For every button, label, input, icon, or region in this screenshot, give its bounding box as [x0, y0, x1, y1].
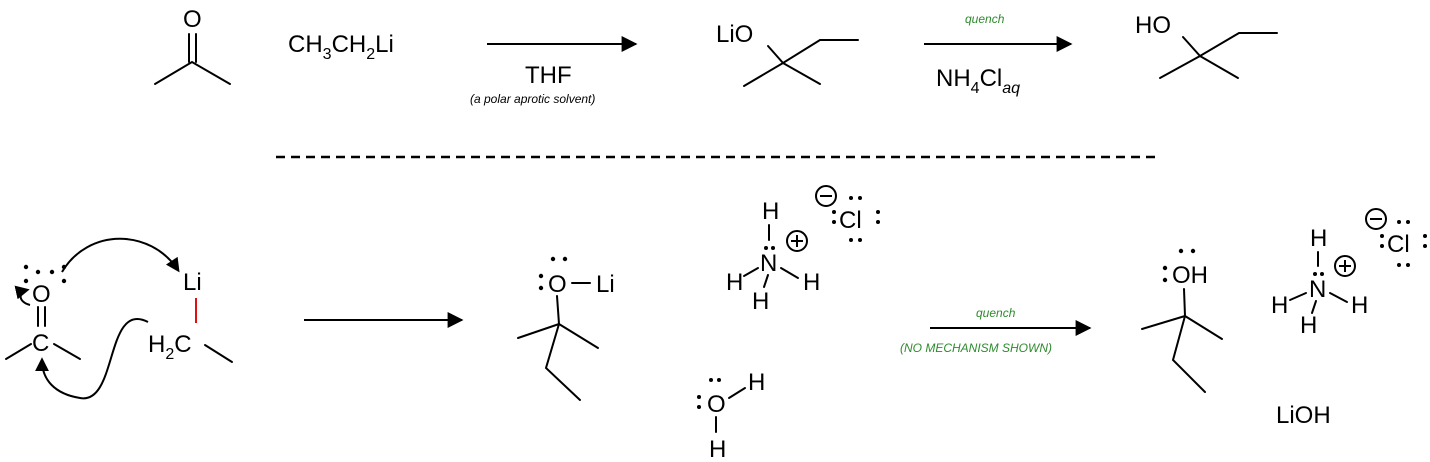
- nh4-2-bond-left: [1289, 292, 1307, 301]
- arrow1-solvent-note: (a polar aprotic solvent): [470, 92, 595, 106]
- product-c-o-bond: [1183, 288, 1186, 317]
- water-bond-right: [728, 387, 746, 399]
- ch2-label: H2C: [148, 331, 192, 363]
- nh4-2-bond-bottom: [1311, 300, 1317, 314]
- cl-label: Cl: [839, 207, 862, 234]
- ethyllithium-mechanism: Li H2C: [148, 269, 233, 363]
- nh4-bond-bottom: [763, 274, 769, 288]
- intermediate-oxygen-label: O: [548, 271, 567, 298]
- nh4-2-charge-circle: [1334, 255, 1356, 277]
- nh4-2-h-bottom: H: [1300, 312, 1317, 339]
- intermediate-li-label: Li: [596, 271, 615, 298]
- nh4-2-h-right: H: [1351, 292, 1368, 319]
- ammonium-chloride-label: NH4Claq: [936, 65, 1020, 97]
- ammonium-ion-2: H N H H H: [1271, 225, 1368, 339]
- pi-bond-curved-arrow: [14, 285, 31, 306]
- nh4-2-n: N: [1309, 276, 1326, 303]
- cl-2-charge-circle: [1365, 208, 1387, 230]
- alkoxide-bonds-lower: [743, 61, 821, 87]
- nh4-bond-right: [780, 267, 799, 279]
- lone-pair-to-li-arrow: [61, 237, 180, 273]
- water-h-right: H: [748, 369, 765, 396]
- carbonyl-reactant: O C: [5, 264, 81, 360]
- nh4-h-left: H: [726, 269, 743, 296]
- alcohol-bonds-upper: [1182, 32, 1278, 58]
- chloride-ion-1: Cl: [815, 185, 880, 242]
- nh4-2-bond-right: [1329, 292, 1348, 303]
- nh4-h-right: H: [803, 269, 820, 296]
- mechanism-quench-note: quench: [976, 306, 1016, 320]
- chloride-ion-2: Cl: [1365, 208, 1427, 267]
- nh4-h-bottom: H: [752, 288, 769, 315]
- alcohol-product: HO: [1135, 12, 1278, 79]
- alkoxide-intermediate: O Li: [517, 256, 615, 401]
- nh4-2-h-left: H: [1271, 292, 1288, 319]
- alcohol-bonds-lower: [1159, 54, 1239, 79]
- intermediate-ethyl: [544, 323, 581, 401]
- intermediate-c-o-bond: [556, 295, 560, 325]
- water-oxygen: O: [707, 391, 726, 418]
- acetone: O: [154, 6, 231, 85]
- lio-label: LiO: [716, 21, 753, 48]
- cl-charge-circle: [815, 185, 837, 207]
- mech-li-label: Li: [183, 269, 202, 296]
- product-ethyl: [1171, 315, 1206, 393]
- methyl-bond-right: [53, 343, 81, 360]
- no-mechanism-note: (NO MECHANISM SHOWN): [900, 341, 1052, 355]
- product-oh-label: OH: [1172, 262, 1208, 289]
- lithium-alkoxide-product: LiO: [716, 21, 859, 87]
- acetone-oxygen-label: O: [183, 6, 202, 33]
- ethyllithium-formula: CH3CH2Li: [288, 31, 394, 63]
- ethyl-methyl-bond: [204, 344, 233, 363]
- nh4-bond-left: [743, 267, 759, 277]
- alkoxide-bonds-upper: [767, 39, 859, 65]
- carbonyl-carbon-label: C: [32, 330, 49, 357]
- cl-2-label: Cl: [1387, 231, 1410, 258]
- arrow1-solvent-label: THF: [525, 62, 572, 89]
- water-molecule: O H H: [697, 369, 765, 462]
- nh4-charge-circle: [786, 230, 808, 252]
- ho-label: HO: [1135, 12, 1171, 39]
- carbanion-attack-arrow: [35, 318, 149, 400]
- carbonyl-oxygen-label: O: [32, 281, 51, 308]
- alcohol-product-mechanism: OH: [1141, 248, 1223, 393]
- nh4-n: N: [760, 250, 777, 277]
- methyl-bond-left: [5, 343, 32, 360]
- ammonium-ion-1: H N H H H: [726, 198, 820, 315]
- arrow2-quench-note: quench: [965, 12, 1005, 26]
- nh4-2-h-top: H: [1310, 225, 1327, 252]
- acetone-carbon-chain: [154, 60, 231, 85]
- lioh-label: LiOH: [1276, 402, 1331, 429]
- water-h-bottom: H: [709, 436, 726, 462]
- nh4-h-top: H: [762, 198, 779, 225]
